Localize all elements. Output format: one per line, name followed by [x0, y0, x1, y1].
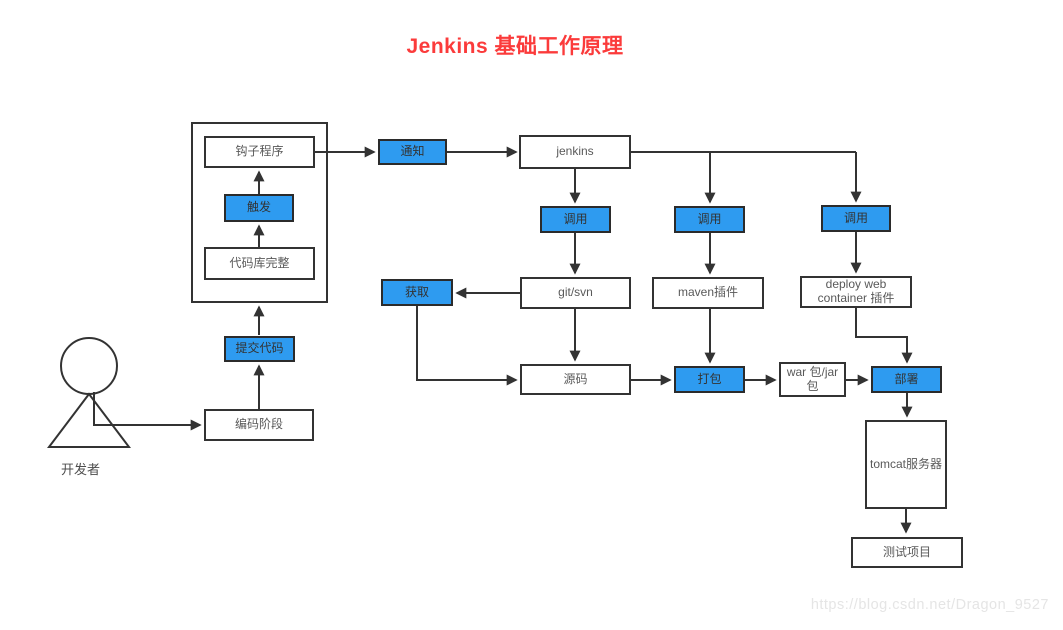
node-coding-stage: 编码阶段: [204, 409, 314, 441]
node-tomcat-server: tomcat服务器: [865, 420, 947, 509]
diagram-title: Jenkins 基础工作原理: [406, 35, 624, 58]
hook-cluster-frame: [191, 122, 328, 303]
node-maven-plugin: maven插件: [652, 277, 764, 309]
person-label: 开发者: [61, 462, 101, 477]
node-deploy: 部署: [871, 366, 942, 393]
node-call-git: 调用: [540, 206, 611, 233]
node-call-deploy: 调用: [821, 205, 891, 232]
person-figure: [46, 337, 132, 448]
node-test-project: 测试项目: [851, 537, 963, 568]
node-trigger: 触发: [224, 194, 294, 222]
node-call-maven: 调用: [674, 206, 745, 233]
node-notify: 通知: [378, 139, 447, 165]
node-repo-complete: 代码库完整: [204, 247, 315, 280]
person-head: [60, 337, 118, 395]
node-fetch: 获取: [381, 279, 453, 306]
edge-deployplugin-to-deploy: [855, 308, 913, 364]
node-git-svn: git/svn: [520, 277, 631, 309]
node-source-code: 源码: [520, 364, 631, 395]
node-hook-program: 钩子程序: [204, 136, 315, 168]
edge-fetch-to-source: [416, 306, 518, 386]
node-package: 打包: [674, 366, 745, 393]
node-jenkins: jenkins: [519, 135, 631, 169]
node-war-jar: war 包/jar包: [779, 362, 846, 397]
person-body: [46, 392, 132, 448]
node-deploy-plugin: deploy web container 插件: [800, 276, 912, 308]
node-commit-code: 提交代码: [224, 336, 295, 362]
watermark: https://blog.csdn.net/Dragon_9527: [810, 597, 1049, 613]
edge-person-to-coding: [93, 392, 202, 431]
